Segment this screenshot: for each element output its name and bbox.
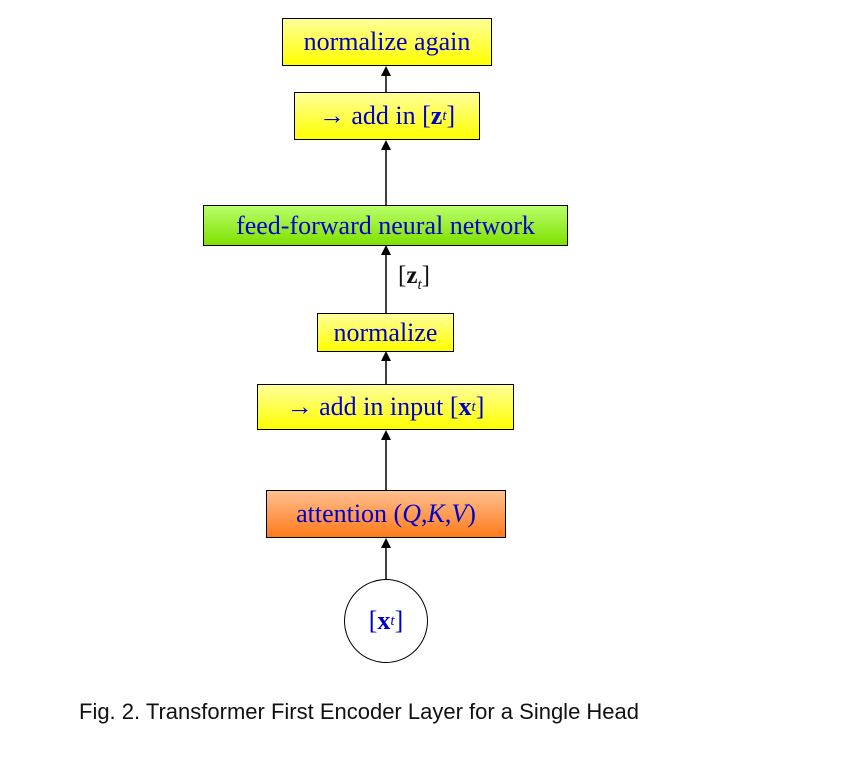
ffnn-box: feed-forward neural network — [203, 205, 568, 246]
add-x-sub: t — [471, 398, 476, 415]
attention-k: K — [427, 499, 445, 528]
add-z-arrow-glyph: → — [318, 101, 345, 130]
attention-text: attention ( — [296, 499, 403, 528]
attention-comma-1: , — [421, 499, 428, 528]
input-close: ] — [394, 606, 404, 635]
z-t-close: ] — [421, 262, 430, 289]
input-sub: t — [390, 612, 395, 629]
attention-comma-2: , — [444, 499, 452, 528]
figure-caption: Fig. 2. Transformer First Encoder Layer … — [79, 699, 640, 724]
add-x-text: add in input [ — [319, 392, 459, 421]
add-x-close: ] — [475, 392, 485, 421]
ffnn-label: feed-forward neural network — [236, 210, 535, 240]
attention-v: V — [451, 499, 468, 528]
add-x-var: x — [458, 392, 472, 421]
z-t-label: [zt] — [398, 262, 430, 294]
attention-box: attention (Q, K, V) — [266, 490, 506, 538]
add-z-sub: t — [442, 107, 447, 124]
z-t-sub: t — [417, 277, 422, 293]
z-t-open: [ — [398, 262, 407, 289]
z-t-var: z — [406, 262, 418, 289]
input-var: x — [377, 606, 391, 635]
normalize-box: normalize — [317, 313, 454, 352]
input-open: [ — [368, 606, 378, 635]
normalize-again-box: normalize again — [282, 18, 492, 66]
attention-close: ) — [467, 499, 476, 528]
normalize-again-label: normalize again — [303, 27, 471, 56]
add-z-close: ] — [446, 101, 456, 130]
attention-q: Q — [402, 499, 421, 528]
normalize-label: normalize — [333, 317, 438, 347]
add-z-text: add in [ — [351, 101, 431, 130]
add-z-var: z — [430, 101, 443, 130]
add-x-arrow-glyph: → — [286, 392, 313, 421]
